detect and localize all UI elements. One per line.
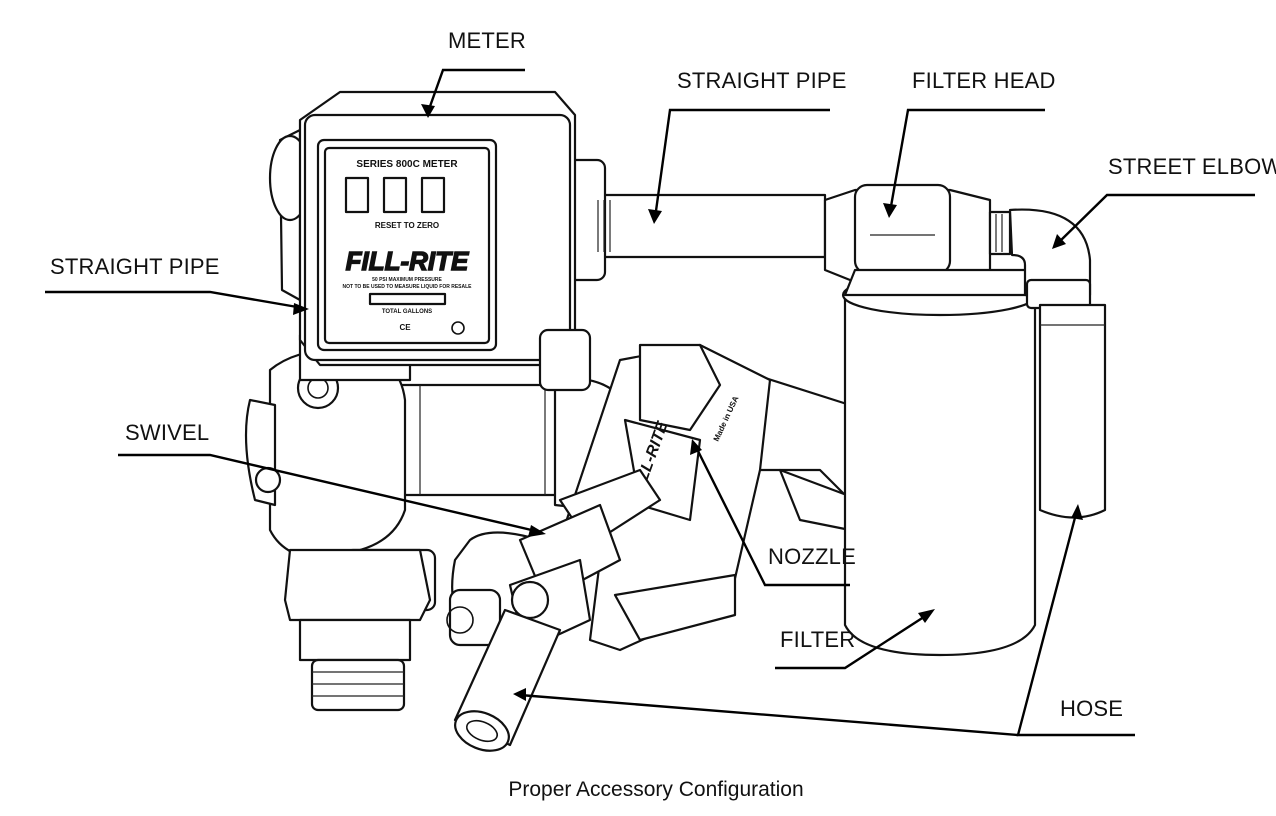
filter-head-leader: [888, 108, 1045, 213]
meter-warning-text: NOT TO BE USED TO MEASURE LIQUID FOR RES…: [343, 284, 473, 290]
callout-labels: METER STRAIGHT PIPE FILTER HEAD STREET E…: [50, 28, 1276, 721]
meter-leader: [426, 68, 525, 113]
hose-leader-2: [519, 693, 1019, 737]
pump-housing: [244, 333, 437, 712]
hose-bottom: [453, 608, 562, 752]
meter-total-text: TOTAL GALLONS: [382, 309, 432, 315]
swivel-leader: [118, 453, 541, 534]
label-meter: METER: [448, 28, 526, 53]
meter-ce-mark: CE: [399, 323, 411, 332]
filter-leader: [775, 611, 931, 670]
straight-pipe-top: [558, 158, 827, 282]
meter-reset-text: RESET TO ZERO: [375, 221, 439, 230]
straight-pipe-top-leader: [653, 108, 830, 219]
nozzle-leader: [693, 444, 850, 587]
label-hose: HOSE: [1060, 696, 1123, 721]
meter: SERIES 800C METER RESET TO ZERO FILL-RIT…: [268, 90, 577, 367]
filter-head: [823, 183, 1012, 284]
figure-caption: Proper Accessory Configuration: [508, 778, 803, 801]
label-nozzle: NOZZLE: [768, 544, 856, 569]
pump-illustration: SERIES 800C METER RESET TO ZERO FILL-RIT…: [244, 90, 1107, 752]
label-filter: FILTER: [780, 627, 855, 652]
hose-right: [1038, 303, 1107, 519]
label-swivel: SWIVEL: [125, 420, 209, 445]
straight-pipe-left-leader: [45, 290, 304, 310]
label-street-elbow: STREET ELBOW: [1108, 154, 1276, 179]
leader-lines: [45, 68, 1255, 737]
meter-pressure-text: 50 PSI MAXIMUM PRESSURE: [372, 277, 442, 283]
label-straight-pipe-top: STRAIGHT PIPE: [677, 68, 847, 93]
filter-canister: [841, 268, 1039, 657]
meter-brand-logo: FILL-RITE: [346, 246, 469, 276]
label-straight-pipe-left: STRAIGHT PIPE: [50, 254, 220, 279]
meter-series-text: SERIES 800C METER: [356, 159, 458, 170]
label-filter-head: FILTER HEAD: [912, 68, 1056, 93]
street-elbow-leader: [1055, 193, 1255, 246]
